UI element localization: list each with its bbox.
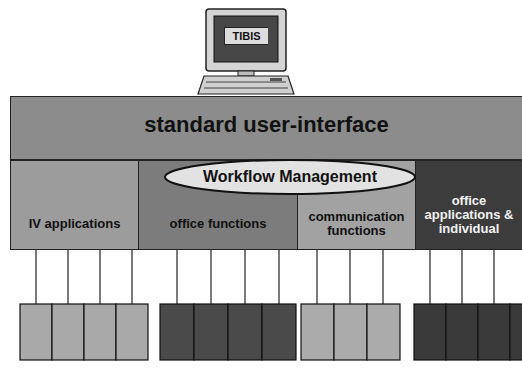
node-text: TIBIS bbox=[232, 30, 260, 42]
workflow-ellipse: Workflow Management bbox=[163, 158, 417, 196]
node-text: office functions bbox=[170, 217, 267, 231]
module-blocks bbox=[20, 304, 522, 360]
segment-box: office applications & individual bbox=[415, 160, 522, 250]
interface-band: standard user-interface bbox=[10, 96, 522, 160]
connection-wires bbox=[36, 250, 494, 304]
computer-monitor bbox=[198, 9, 294, 94]
node-text: Workflow Management bbox=[203, 168, 377, 186]
screen-label: TIBIS bbox=[224, 27, 268, 45]
node-text: office applications & individual bbox=[422, 194, 516, 237]
node-text: communication functions bbox=[304, 210, 409, 239]
node-text: standard user-interface bbox=[144, 113, 389, 137]
node-text: IV applications bbox=[29, 217, 121, 231]
segment-box: IV applications bbox=[10, 160, 138, 250]
